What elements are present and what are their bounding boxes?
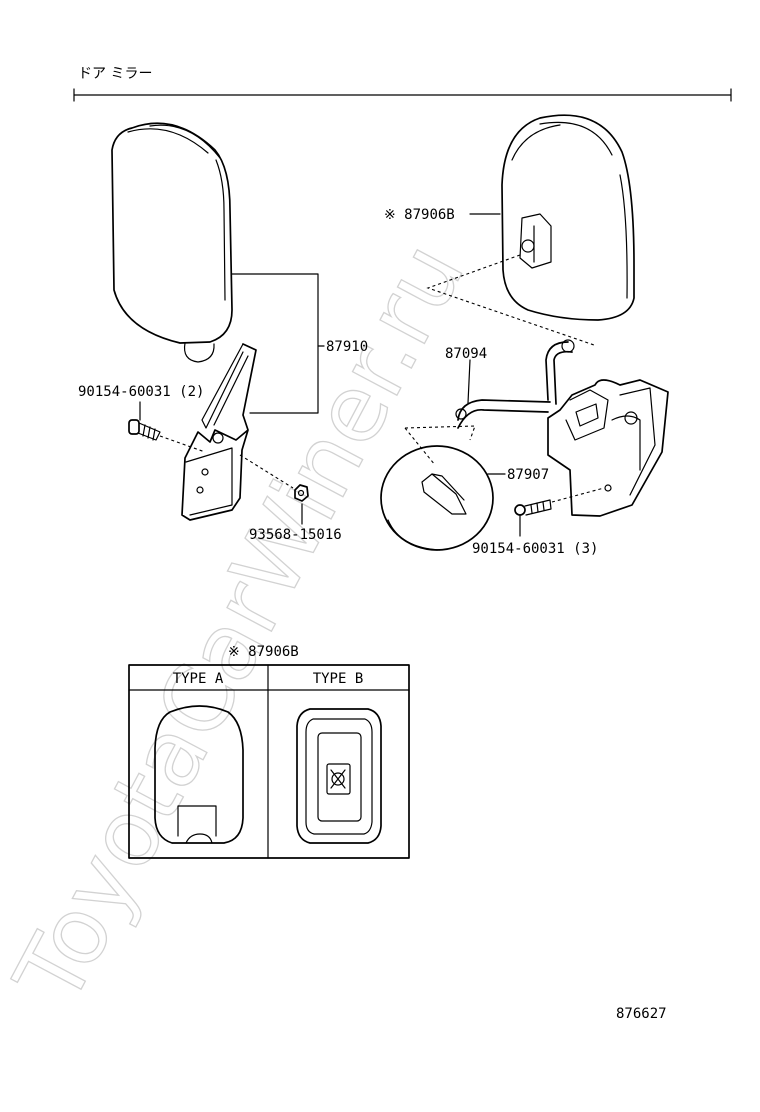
- left-mirror-assembly: [111, 122, 325, 521]
- right-mirror-assembly: [380, 114, 669, 551]
- part-number-bolt-right: 90154-60031 (3): [472, 541, 598, 557]
- under-mirror-drawing: [380, 445, 494, 551]
- stay-rod-drawing: [455, 339, 575, 429]
- type-a-header: TYPE A: [173, 671, 224, 687]
- part-number-87910: 87910: [326, 339, 368, 355]
- part-number-87906b: ※ 87906B: [384, 207, 455, 223]
- type-b-header: TYPE B: [313, 671, 364, 687]
- part-number-bolt-left: 90154-60031 (2): [78, 384, 204, 400]
- type-a-mirror-drawing: [154, 705, 244, 844]
- bolt-left-drawing: [128, 419, 161, 441]
- part-number-87094: 87094: [445, 346, 487, 362]
- mirror-bracket-drawing: [181, 343, 257, 521]
- base-bracket-drawing: [547, 379, 669, 517]
- bolt-right-drawing: [514, 499, 552, 516]
- type-table: ※ 87906B TYPE A TYPE B: [128, 644, 410, 859]
- page-title: ドア ミラー: [78, 66, 152, 82]
- nut-drawing: [294, 484, 309, 502]
- mirror-head-drawing: [111, 122, 233, 363]
- type-table-caption: ※ 87906B: [228, 644, 299, 660]
- part-number-nut: 93568-15016: [249, 527, 342, 543]
- type-b-mirror-drawing: [296, 708, 382, 844]
- diagram-number: 876627: [616, 1006, 667, 1022]
- part-number-87907: 87907: [507, 467, 549, 483]
- mirror-body-drawing: [501, 114, 635, 321]
